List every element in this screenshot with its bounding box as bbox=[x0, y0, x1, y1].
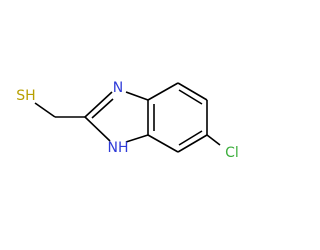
chlorine-label: Cl bbox=[225, 145, 239, 161]
nitrogen-imine-label: N bbox=[113, 80, 123, 96]
molecule-structure-diagram: SH N NH Cl bbox=[16, 80, 239, 161]
sulfur-label: SH bbox=[16, 88, 35, 104]
bond-c2-n3-inner bbox=[91, 98, 114, 119]
bond-n3-c3a bbox=[125, 91, 149, 101]
bond-s-ch2 bbox=[34, 102, 56, 118]
nitrogen-amine-label: NH bbox=[108, 140, 129, 156]
bond-c6-c7 bbox=[177, 134, 208, 153]
bond-c2-n3 bbox=[84, 91, 113, 118]
bond-c7-c7a bbox=[147, 134, 179, 153]
bond-n1-c7a bbox=[125, 134, 149, 143]
bond-c6-cl bbox=[206, 134, 221, 146]
bond-c4-c5 bbox=[177, 82, 208, 101]
atom-labels: SH N NH Cl bbox=[16, 80, 239, 161]
bond-c2-n1 bbox=[84, 116, 111, 142]
bond-c4-c5-inner bbox=[178, 89, 203, 105]
bond-c3a-c4 bbox=[147, 82, 179, 101]
bonds bbox=[34, 82, 221, 153]
bond-c6-c7-inner bbox=[178, 130, 203, 146]
